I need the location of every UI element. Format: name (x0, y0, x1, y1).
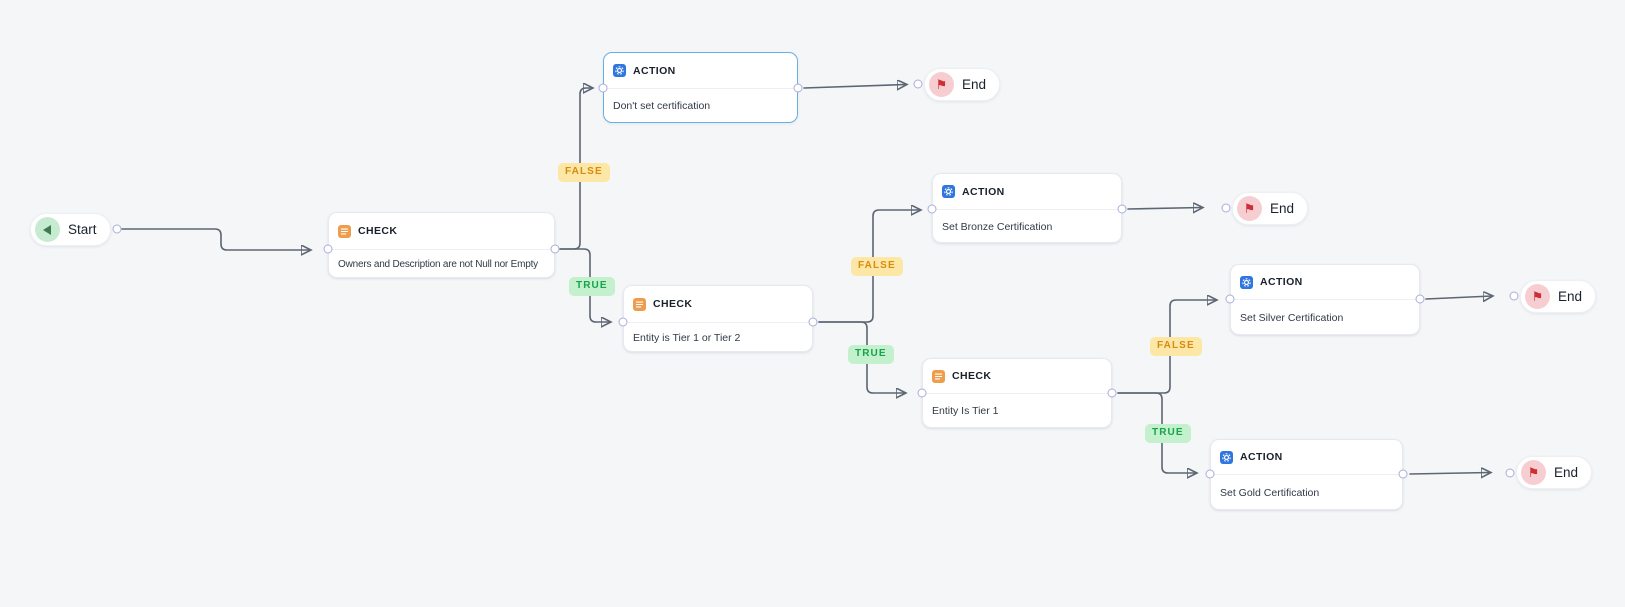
end-flag-icon: ⚑ (1237, 196, 1262, 221)
end-flag-icon: ⚑ (1521, 460, 1546, 485)
node-description: Owners and Description are not Null nor … (338, 258, 538, 270)
node-description: Entity Is Tier 1 (932, 405, 999, 417)
branch-label-true[interactable]: TRUE (1145, 424, 1191, 443)
port-check-tier-1-out[interactable] (1107, 388, 1117, 398)
node-check-tier-1-or-2[interactable]: CHECK Entity is Tier 1 or Tier 2 (623, 285, 813, 352)
port-end-in[interactable] (1509, 291, 1519, 301)
action-icon (1220, 450, 1233, 464)
node-header: ACTION (1231, 265, 1419, 300)
port-action-silver-out[interactable] (1415, 294, 1425, 304)
edge-action-no-cert-to-end[interactable] (803, 85, 906, 89)
start-label: Start (68, 222, 97, 237)
port-end-in[interactable] (913, 79, 923, 89)
branch-label-true[interactable]: TRUE (569, 277, 615, 296)
end-node[interactable]: ⚑ End (1232, 192, 1309, 225)
port-check-tier-1-in[interactable] (917, 388, 927, 398)
end-label: End (1554, 465, 1579, 480)
node-action-set-gold-certification[interactable]: ACTION Set Gold Certification (1210, 439, 1403, 510)
edge-action-gold-to-end[interactable] (1409, 473, 1490, 475)
branch-label-true[interactable]: TRUE (848, 345, 894, 364)
node-check-tier-1[interactable]: CHECK Entity Is Tier 1 (922, 358, 1112, 428)
port-end-in[interactable] (1505, 468, 1515, 478)
port-action-no-cert-in[interactable] (598, 83, 608, 93)
edge-action-silver-to-end[interactable] (1425, 296, 1492, 299)
node-action-dont-set-certification[interactable]: ACTION Don't set certification (603, 52, 798, 123)
edge-start-to-check-root[interactable] (121, 228, 310, 250)
start-node[interactable]: Start (30, 213, 111, 246)
port-action-no-cert-out[interactable] (793, 83, 803, 93)
port-check-tier-1-or-2-out[interactable] (808, 317, 818, 327)
end-label: End (1270, 201, 1295, 216)
action-icon (1240, 275, 1253, 289)
end-label: End (962, 77, 987, 92)
node-header: CHECK (624, 286, 812, 323)
node-header: ACTION (933, 174, 1121, 210)
port-action-bronze-out[interactable] (1117, 204, 1127, 214)
check-icon (932, 369, 945, 383)
action-icon (613, 64, 626, 77)
action-icon (942, 185, 955, 198)
node-type-label: ACTION (633, 64, 676, 77)
end-node[interactable]: ⚑ End (924, 68, 1001, 101)
end-flag-icon: ⚑ (1525, 284, 1550, 309)
node-description: Set Gold Certification (1220, 486, 1320, 499)
port-action-gold-out[interactable] (1398, 469, 1408, 479)
end-node[interactable]: ⚑ End (1516, 456, 1593, 489)
node-type-label: CHECK (358, 225, 398, 237)
node-type-label: CHECK (952, 370, 992, 382)
branch-label-false[interactable]: FALSE (558, 163, 610, 182)
port-check-root-in[interactable] (323, 244, 333, 254)
end-label: End (1558, 289, 1583, 304)
node-check-owners-description[interactable]: CHECK Owners and Description are not Nul… (328, 212, 555, 278)
node-description: Set Silver Certification (1240, 311, 1344, 324)
node-description: Don't set certification (613, 99, 711, 112)
node-action-set-silver-certification[interactable]: ACTION Set Silver Certification (1230, 264, 1420, 335)
end-flag-icon: ⚑ (929, 72, 954, 97)
node-header: ACTION (604, 53, 797, 89)
node-description: Entity is Tier 1 or Tier 2 (633, 331, 741, 344)
port-check-root-out[interactable] (550, 244, 560, 254)
node-type-label: ACTION (1240, 451, 1283, 463)
node-action-set-bronze-certification[interactable]: ACTION Set Bronze Certification (932, 173, 1122, 243)
port-end-in[interactable] (1221, 203, 1231, 213)
node-header: ACTION (1211, 440, 1402, 475)
node-description: Set Bronze Certification (942, 220, 1053, 233)
port-action-gold-in[interactable] (1205, 469, 1215, 479)
node-header: CHECK (329, 213, 554, 250)
port-start-out[interactable] (112, 224, 122, 234)
node-header: CHECK (923, 359, 1111, 394)
port-action-bronze-in[interactable] (927, 204, 937, 214)
port-check-tier-1-or-2-in[interactable] (618, 317, 628, 327)
port-action-silver-in[interactable] (1225, 294, 1235, 304)
node-type-label: ACTION (962, 185, 1005, 198)
edge-action-bronze-to-end[interactable] (1127, 208, 1202, 210)
start-icon (35, 217, 60, 242)
node-type-label: CHECK (653, 298, 693, 310)
node-type-label: ACTION (1260, 276, 1303, 288)
branch-label-false[interactable]: FALSE (851, 257, 903, 276)
end-node[interactable]: ⚑ End (1520, 280, 1597, 313)
check-icon (338, 224, 351, 238)
branch-label-false[interactable]: FALSE (1150, 337, 1202, 356)
check-icon (633, 297, 646, 311)
